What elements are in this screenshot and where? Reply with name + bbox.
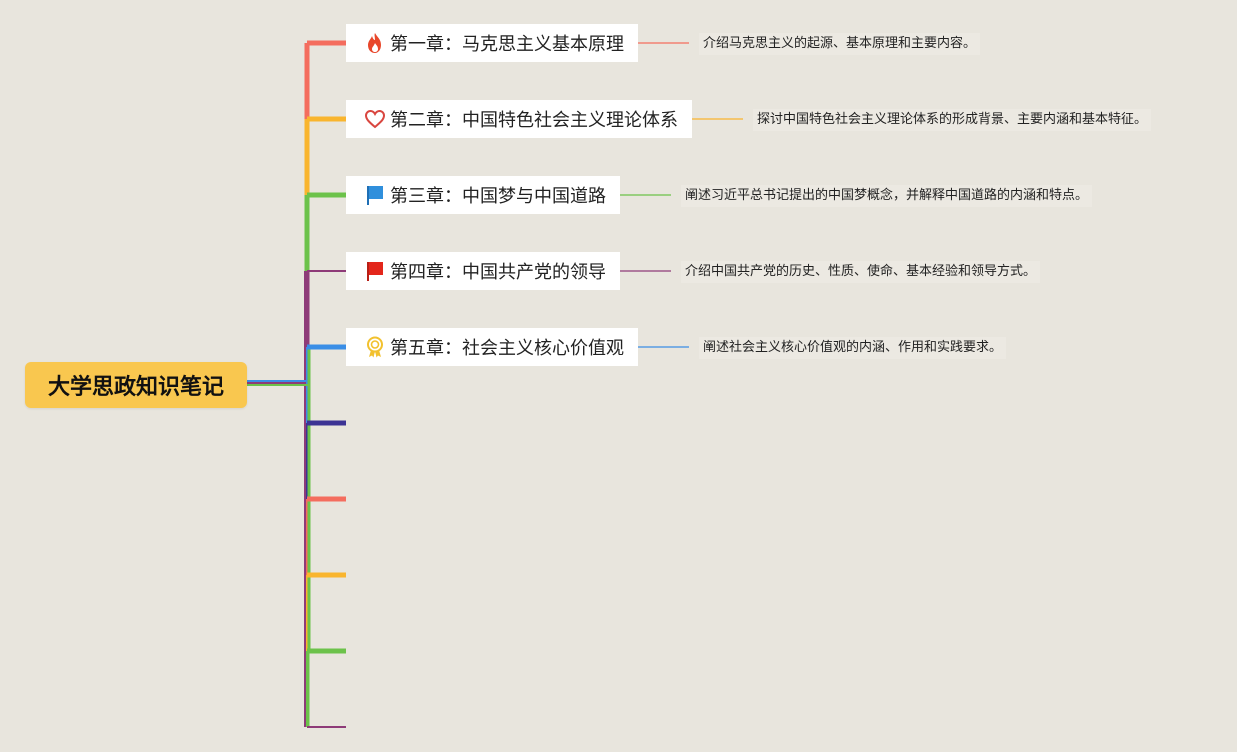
topic-chapter-5-label: 第五章：社会主义核心价值观 [390,338,624,359]
note-chapter-3: 阐述习近平总书记提出的中国梦概念，并解释中国道路的内涵和特点。 [681,185,1093,207]
topic-chapter-3[interactable]: 第三章：中国梦与中国道路 [346,176,620,214]
note-chapter-2: 探讨中国特色社会主义理论体系的形成背景、主要内涵和基本特征。 [753,109,1152,131]
topic-chapter-2-label: 第二章：中国特色社会主义理论体系 [390,110,678,131]
note-chapter-1-text: 介绍马克思主义的起源、基本原理和主要内容。 [703,36,977,51]
note-chapter-3-text: 阐述习近平总书记提出的中国梦概念，并解释中国道路的内涵和特点。 [685,188,1089,203]
topic-chapter-5[interactable]: 第五章：社会主义核心价值观 [346,328,638,366]
note-connector-lines [620,42,743,348]
topic-chapter-4[interactable]: 第四章：中国共产党的领导 [346,252,620,290]
blue-flag-icon [364,184,386,206]
note-chapter-4: 介绍中国共产党的历史、性质、使命、基本经验和领导方式。 [681,261,1041,283]
topic-chapter-2[interactable]: 第二章：中国特色社会主义理论体系 [346,100,692,138]
note-chapter-1: 介绍马克思主义的起源、基本原理和主要内容。 [699,33,981,55]
central-topic[interactable]: 大学思政知识笔记 [25,362,247,408]
topic-chapter-4-label: 第四章：中国共产党的领导 [390,262,606,283]
topic-chapter-1[interactable]: 第一章：马克思主义基本原理 [346,24,638,62]
topic-chapter-1-label: 第一章：马克思主义基本原理 [390,34,624,55]
note-chapter-5-text: 阐述社会主义核心价值观的内涵、作用和实践要求。 [703,340,1003,355]
branch-lines [307,40,346,728]
heart-icon [364,108,386,130]
note-chapter-2-text: 探讨中国特色社会主义理论体系的形成背景、主要内涵和基本特征。 [757,112,1148,127]
fire-icon [364,32,386,54]
note-chapter-4-text: 介绍中国共产党的历史、性质、使命、基本经验和领导方式。 [685,264,1037,279]
note-chapter-5: 阐述社会主义核心价值观的内涵、作用和实践要求。 [699,337,1007,359]
red-flag-icon [364,260,386,282]
trunk-lines [247,43,311,727]
award-ribbon-icon [364,336,386,358]
central-topic-label: 大学思政知识笔记 [47,375,224,400]
topic-chapter-3-label: 第三章：中国梦与中国道路 [390,186,606,207]
